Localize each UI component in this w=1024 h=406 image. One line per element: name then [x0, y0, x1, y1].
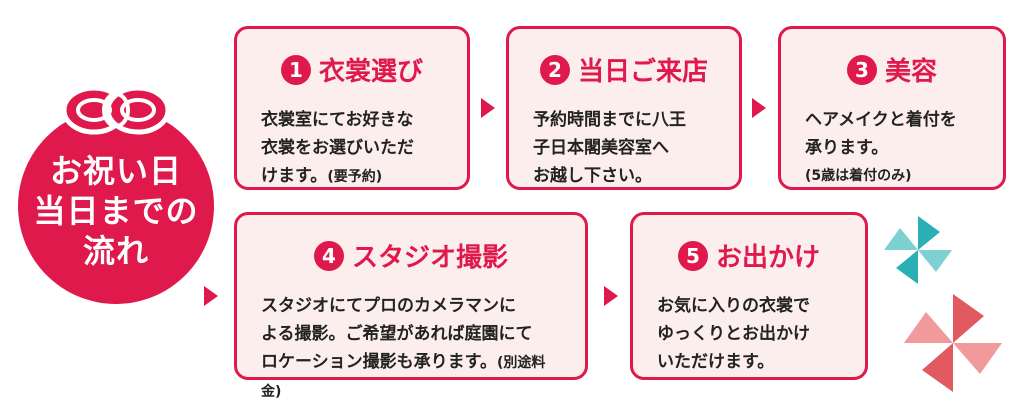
badge-line-3: 流れ — [82, 232, 149, 270]
arrow-right-icon — [604, 286, 618, 306]
step-4-line-2: よる撮影。ご希望があれば庭園にて — [261, 324, 533, 344]
step-1-line-2: 衣裳をお選びいただ — [261, 138, 414, 158]
step-5-line-1: お気に入りの衣裳で — [657, 296, 810, 316]
step-title-5: お出かけ — [715, 243, 820, 273]
step-title-4: スタジオ撮影 — [351, 243, 508, 273]
step-card-3: 3 美容 ヘアメイクと着付を 承ります。 (5歳は着付のみ) — [778, 26, 1006, 190]
step-number-2: 2 — [539, 54, 570, 85]
step-number-5: 5 — [677, 240, 708, 271]
step-title-2: 当日ご来店 — [577, 57, 708, 87]
badge-line-2: 当日までの — [33, 192, 199, 230]
step-2-line-1: 予約時間までに八王 — [533, 110, 686, 130]
step-title-1: 衣裳選び — [318, 57, 423, 87]
step-4-line-3: ロケーション撮影も承ります。 — [261, 352, 497, 372]
step-number-3: 3 — [846, 54, 877, 85]
step-number-1: 1 — [280, 54, 311, 85]
step-4-line-1: スタジオにてプロのカメラマンに — [261, 296, 516, 316]
badge-line-1: お祝い日 — [49, 152, 182, 190]
pinwheel-red-icon — [904, 294, 1002, 392]
step-2-line-2: 子日本閣美容室へ — [533, 138, 669, 158]
step-card-5: 5 お出かけ お気に入りの衣裳で ゆっくりとお出かけ いただけます。 — [630, 212, 868, 380]
step-5-line-3: いただけます。 — [657, 352, 775, 372]
step-2-line-3: お越し下さい。 — [533, 166, 652, 186]
step-4-note: (別途料金) — [261, 355, 546, 400]
flow-badge: お祝い日 当日までの 流れ — [18, 85, 214, 304]
badge-title: お祝い日 当日までの 流れ — [33, 151, 198, 271]
step-card-1: 1 衣裳選び 衣裳室にてお好きな 衣裳をお選びいただ けます。(要予約) — [234, 26, 470, 190]
step-card-4: 4 スタジオ撮影 スタジオにてプロのカメラマンに よる撮影。ご希望があれば庭園に… — [234, 212, 588, 400]
step-1-note: (要予約) — [327, 169, 383, 185]
step-number-4: 4 — [313, 240, 344, 271]
arrow-right-icon — [481, 98, 495, 118]
step-3-line-2: 承ります。 — [805, 138, 889, 158]
mizuhiki-knot-icon — [61, 85, 171, 135]
step-3-note: (5歳は着付のみ) — [805, 168, 912, 184]
arrow-right-icon — [204, 286, 218, 306]
step-title-3: 美容 — [884, 57, 937, 87]
step-card-2: 2 当日ご来店 予約時間までに八王 子日本閣美容室へ お越し下さい。 — [506, 26, 742, 190]
arrow-right-icon — [752, 98, 766, 118]
step-1-line-3: けます。 — [261, 166, 328, 186]
step-5-line-2: ゆっくりとお出かけ — [657, 324, 810, 344]
pinwheel-teal-icon — [884, 216, 952, 284]
step-3-line-1: ヘアメイクと着付を — [805, 110, 957, 130]
step-1-line-1: 衣裳室にてお好きな — [261, 110, 414, 130]
